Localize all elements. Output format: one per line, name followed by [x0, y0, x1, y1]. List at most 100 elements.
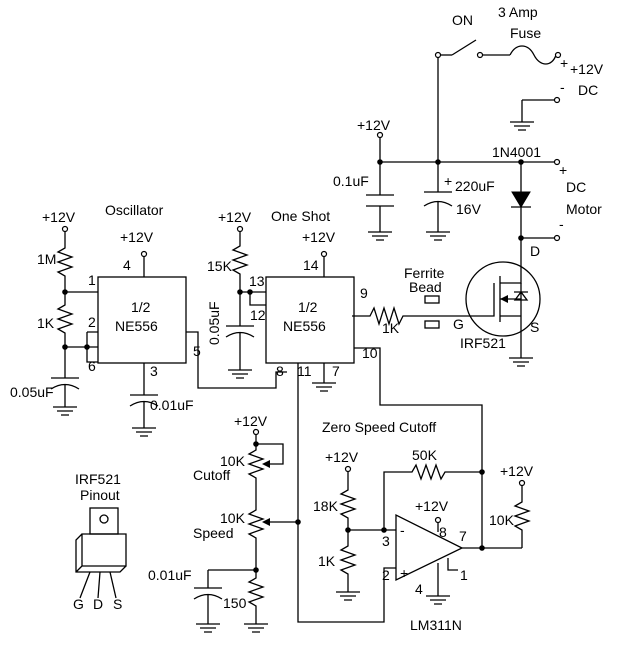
- comparator-vcc-div-label: +12V: [325, 449, 359, 465]
- oscillator-title: Oscillator: [105, 202, 164, 218]
- resistor-1k-divider: [339, 530, 357, 592]
- pinout-title-1: IRF521: [75, 471, 121, 487]
- comparator-pin7: 7: [459, 528, 467, 544]
- one-shot-pin7: 7: [332, 363, 340, 379]
- rail-and-bulk-caps: +12V 0.1uF + 220uF 16V: [333, 117, 561, 241]
- comparator-pin8: 8: [439, 524, 447, 540]
- one-shot-ic-line2: NE556: [283, 318, 326, 334]
- resistor-1k-label: 1K: [37, 315, 55, 331]
- pinout-d: D: [93, 596, 103, 612]
- power-switch: [451, 39, 477, 56]
- zero-speed-title: Zero Speed Cutoff: [322, 419, 436, 435]
- speed-pot-label-1: 10K: [220, 510, 246, 526]
- resistor-150-label: 150: [223, 595, 247, 611]
- resistor-50k: [383, 463, 482, 530]
- pinout-g: G: [73, 596, 84, 612]
- control-pots: +12V 10K Cutoff 10K Speed 0.01uF 150: [148, 413, 301, 633]
- comparator-vcc-pullup-label: +12V: [500, 463, 534, 479]
- oscillator-ic-line1: 1/2: [131, 299, 151, 315]
- mosfet-source-label: S: [530, 319, 539, 335]
- resistor-1k: [56, 292, 74, 347]
- resistor-18k-label: 18K: [313, 498, 339, 514]
- ferrite-bead-top: [424, 295, 440, 304]
- oscillator-pin2: 2: [88, 314, 96, 330]
- comparator-pin1: 1: [460, 567, 468, 583]
- motor-plus: +: [559, 162, 567, 178]
- one-shot-pin9: 9: [360, 285, 368, 301]
- osc-cap-0-05uf-label: 0.05uF: [10, 384, 54, 400]
- one-shot-pin13: 13: [249, 273, 265, 289]
- resistor-1k-divider-label: 1K: [318, 553, 336, 569]
- oscillator-pin4: 4: [123, 257, 131, 273]
- pinout-tab: [89, 507, 119, 535]
- cap-220uf-voltage: 16V: [456, 201, 482, 217]
- one-shot-ic-line1: 1/2: [298, 299, 318, 315]
- motor-label-2: Motor: [566, 201, 602, 217]
- switch-label: ON: [452, 12, 473, 28]
- rail-label: +12V: [357, 117, 391, 133]
- resistor-50k-label: 50K: [412, 447, 438, 463]
- fuse-label-1: 3 Amp: [498, 4, 538, 20]
- lm311n-comparator: [395, 513, 464, 582]
- comparator-pin4: 4: [415, 581, 423, 597]
- comparator-pin2: 2: [382, 567, 390, 583]
- diode-1n4001: [511, 191, 531, 208]
- controls-cap-label: 0.01uF: [148, 567, 192, 583]
- one-shot-pin11: 11: [297, 363, 312, 379]
- pinout-package: [75, 533, 127, 573]
- oscillator-section: Oscillator 1/2 NE556 +12V 4 +12V 1M 1 1K…: [10, 202, 287, 437]
- resistor-10k-pullup-label: 10K: [489, 512, 515, 528]
- motor-label-1: DC: [566, 179, 586, 195]
- resistor-15k-label: 15K: [207, 258, 233, 274]
- oscillator-vcc-r-label: +12V: [42, 209, 76, 225]
- ferrite-label-2: Bead: [409, 279, 442, 295]
- fuse-symbol: [509, 45, 557, 65]
- mosfet-gate-label: G: [453, 316, 464, 332]
- comparator-minus: -: [400, 522, 405, 538]
- mosfet-label: IRF521: [460, 335, 506, 351]
- oscillator-pin1: 1: [88, 272, 96, 288]
- comparator-name: LM311N: [410, 617, 462, 633]
- supply-voltage: +12V: [570, 61, 604, 77]
- power-input: ON 3 Amp Fuse + +12V - DC: [434, 4, 604, 162]
- cap-0-1uf: [366, 162, 394, 232]
- one-shot-vcc-label: +12V: [302, 229, 336, 245]
- fuse-label-2: Fuse: [510, 25, 541, 41]
- ferrite-label-1: Ferrite: [404, 265, 445, 281]
- cap-220uf-plus: +: [444, 173, 452, 189]
- osc-cap-0-01uf-label: 0.01uF: [150, 397, 194, 413]
- oscillator-pin3: 3: [150, 363, 158, 379]
- ground-symbol: [510, 121, 534, 131]
- oscillator-vcc-label: +12V: [120, 229, 154, 245]
- pinout-s: S: [113, 596, 122, 612]
- gate-resistor-label: 1K: [382, 320, 400, 336]
- one-shot-section: One Shot 1/2 NE556 +12V 14 +12V 15K 13 1…: [206, 208, 483, 623]
- controls-vcc-label: +12V: [234, 413, 268, 429]
- cap-0-1uf-label: 0.1uF: [333, 173, 369, 189]
- motor-minus: -: [559, 216, 564, 232]
- one-shot-pin8: 8: [276, 363, 284, 379]
- diode-label: 1N4001: [492, 144, 541, 160]
- cutoff-pot-label-1: 10K: [220, 453, 246, 469]
- oscillator-pin5: 5: [193, 343, 201, 359]
- gate-resistor-1k: [352, 305, 470, 327]
- cap-220uf: [423, 162, 453, 232]
- speed-pot-label-2: Speed: [193, 525, 233, 541]
- one-shot-pin14: 14: [303, 257, 319, 273]
- irf521-pinout: IRF521 Pinout G D S: [73, 471, 127, 612]
- mosfet-irf521: D S G IRF521: [453, 243, 541, 367]
- supply-plus: +: [560, 55, 568, 71]
- comparator-section: Zero Speed Cutoff +12V 18K 1K 50K - + 3 …: [313, 419, 534, 633]
- cutoff-pot-wiper: [256, 443, 284, 465]
- one-shot-title: One Shot: [271, 208, 330, 224]
- ferrite-bead-bottom: [424, 320, 440, 329]
- oscillator-ic-line2: NE556: [115, 318, 158, 334]
- oscillator-ic: [97, 276, 187, 364]
- one-shot-ic: [265, 276, 355, 364]
- resistor-1m-label: 1M: [37, 251, 56, 267]
- gate-drive: Ferrite Bead 1K: [352, 265, 470, 336]
- supply-minus: -: [560, 79, 565, 95]
- resistor-10k-pullup: [513, 486, 531, 548]
- supply-dc: DC: [578, 82, 598, 98]
